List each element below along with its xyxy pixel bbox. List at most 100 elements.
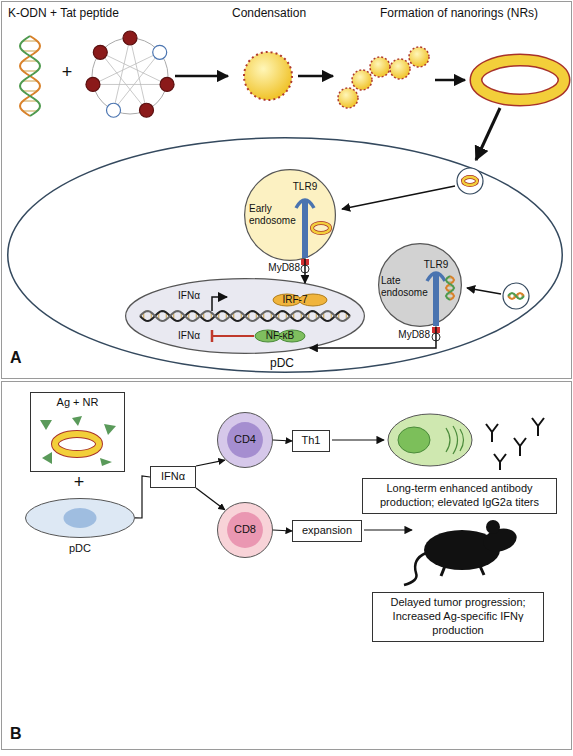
node-label: TLR9 [291,181,319,193]
text-holder: Ag + NR [30,396,125,409]
mouse [364,529,412,530]
dna-rung [23,111,37,112]
text-holder: TLR9 [422,259,450,271]
particle-chain [409,47,429,67]
early-endosome-outline [245,170,336,261]
tat-helical-wheel [114,38,130,110]
nanoring [476,60,564,100]
text-holder: B [10,724,30,743]
tlr9-receptor [302,200,308,258]
tat-helical-wheel [139,103,153,117]
connector-arrow [304,259,306,284]
cd4-cell: CD4 [217,412,273,468]
outcome-box-outline [373,593,544,642]
text-holder: MyD88 [258,262,300,274]
text-holder: Long-term enhanced antibody production; … [362,479,557,513]
node-label: IFNα [173,330,205,342]
pdc-cell-shape [25,498,135,538]
text-holder: Delayed tumor progression; Increased Ag-… [372,593,544,640]
dna-rung [23,41,37,42]
process-arrow [435,79,465,82]
tlr9-receptor [296,200,445,341]
antigen-nanoring [42,452,52,464]
adaptor-label: MyD88 [258,262,300,274]
tlr9-receptor [296,200,314,208]
process-box-outline [293,431,330,452]
nuclear-dna [140,311,350,321]
transcription-factors [212,335,254,337]
tat-helical-wheel [153,45,167,59]
node-label: Long-term enhanced antibody production; … [362,479,557,513]
node-label: Early endosome [249,203,297,227]
text-holder: A [10,348,30,367]
node-label: Ag + NR [30,396,125,409]
node-label: pDC [60,542,100,555]
mouse [486,520,500,534]
transcription-factors [279,330,305,342]
lateDna [446,276,454,300]
outcome-box: Long-term enhanced antibody production; … [362,478,557,514]
transcription-factors [212,294,327,342]
connectors [135,259,436,531]
transcription-factors [255,330,281,342]
cupDna [508,293,524,299]
dna-rung [23,101,37,102]
text-holder: Late endosome [381,275,429,299]
panel-letter: B [10,724,30,743]
tat-helical-wheel [93,45,107,59]
plus-sign: + [58,62,76,84]
connector-arrow [273,530,292,531]
tlr9-receptor [312,223,330,233]
antigen-nanoring [104,424,116,435]
text-holder: Condensation [232,6,342,20]
particle-chain [338,88,358,108]
text-holder: K-ODN + Tat peptide [8,6,158,20]
cd8-cell-outline [218,503,273,558]
outcome-box-outline [363,479,557,514]
antibody [486,424,498,442]
text-holder: CD4 [217,433,273,446]
b-cell [398,427,430,453]
node-label: NF-κB [258,330,302,342]
connector-arrow [135,476,150,518]
dna-rung [23,51,37,52]
panel-frame [2,382,572,750]
tat-helical-wheel [92,38,168,114]
b-cell [332,439,384,440]
b-cell [332,414,472,466]
particle-chain [370,57,390,77]
dna-strand [508,293,524,299]
node-label: expansion [292,521,362,541]
cell-nucleus [64,508,97,528]
condensed-particle [244,52,292,100]
b-cell [446,426,464,454]
transcription-factors [273,294,301,306]
tlr9-receptor [427,273,445,281]
cd4-cell-outline [218,413,273,468]
condensed-particle [244,52,292,100]
step-label: Condensation [232,6,342,20]
tlr9-receptor [433,273,439,326]
antigen-box-outline [31,393,125,472]
particle-chain [338,47,429,108]
process-arrow [175,76,500,160]
dna-strand [140,311,350,321]
antibody [514,438,526,456]
node-label: TLR9 [422,259,450,271]
endocytic-cup [463,177,477,185]
text-holder: pDC [262,356,302,370]
tat-helical-wheel [107,103,121,117]
process-arrow [175,75,228,78]
node-label: IFNα [173,290,205,302]
process-box: Th1 [292,430,330,452]
cytokine-box: IFNα [150,466,196,488]
cd8-cell: CD8 [217,502,273,558]
cytokine-box-outline [151,467,196,488]
particle-chain [390,59,410,79]
transcription-factors [299,294,327,306]
endocytic-cup [342,186,455,209]
endocytic-cup [463,177,477,185]
